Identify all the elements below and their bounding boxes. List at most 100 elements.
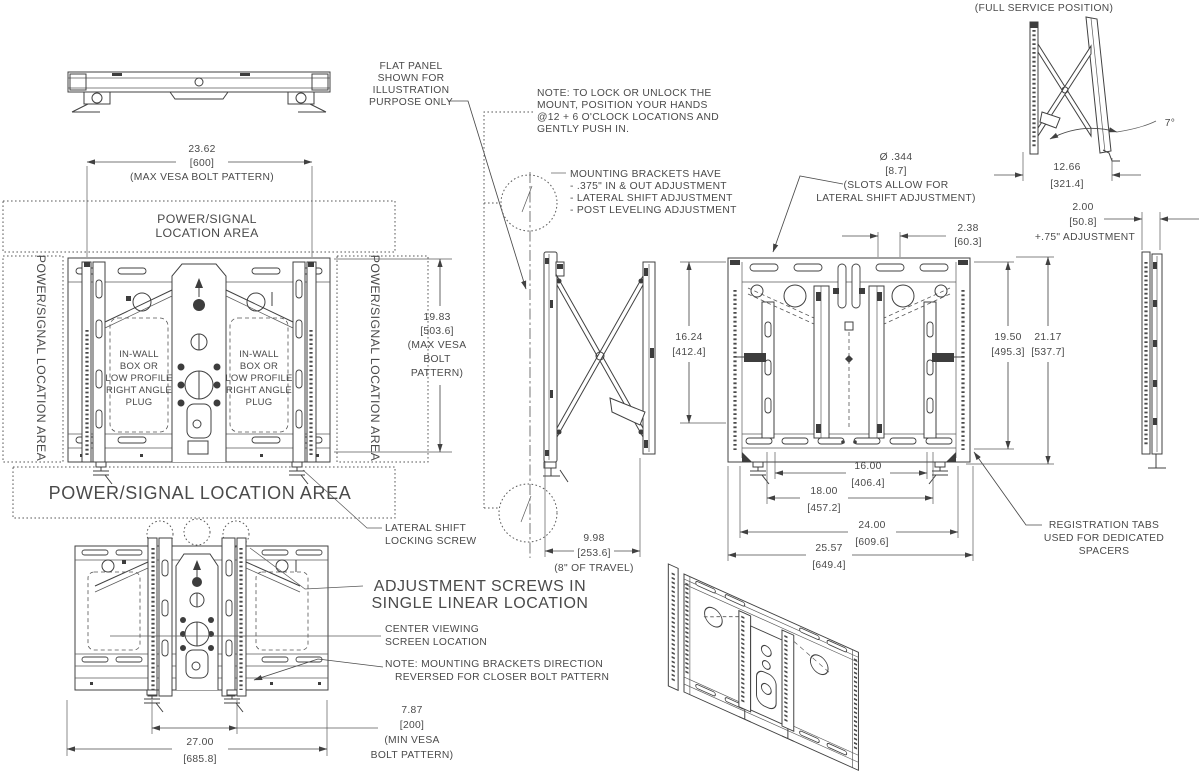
dim-text: (SLOTS ALLOW FOR (844, 180, 949, 191)
mount-foot (92, 461, 113, 485)
dim-text: 16.24 (675, 332, 702, 343)
dim-text: +.75" ADJUSTMENT (1035, 232, 1136, 243)
in-wall-label-right: IN-WALL BOX OR LOW PROFILE RIGHT ANGLE P… (225, 349, 292, 408)
dim-19-50: 19.50 [495.3] (974, 261, 1025, 450)
note-line: SHOWN FOR (378, 73, 445, 84)
dim-text: (8" OF TRAVEL) (554, 563, 634, 574)
dim-16-24: 16.24 [412.4] (672, 261, 726, 424)
dim-text: [649.4] (812, 560, 846, 571)
note-line: LOCKING SCREW (385, 536, 476, 547)
note-line: ILLUSTRATION (373, 85, 450, 96)
lock-note: NOTE: TO LOCK OR UNLOCK THE MOUNT, POSIT… (483, 88, 719, 509)
dim-text: (MAX VESA BOLT PATTERN) (130, 172, 274, 183)
in-wall-line: PLUG (126, 397, 153, 408)
dim-text: 19.83 (423, 312, 450, 323)
in-wall-line: PLUG (246, 397, 273, 408)
dim-max-vesa-width: 23.62 [600] (MAX VESA BOLT PATTERN) (86, 144, 313, 257)
side-profile-view: 2.00 [50.8] +.75" ADJUSTMENT (1035, 202, 1199, 469)
dim-text: 7.87 (401, 705, 422, 716)
dim-24-00: 24.00 [609.6] (739, 466, 959, 548)
dim-text: [321.4] (1050, 179, 1084, 190)
dim-text: 24.00 (858, 520, 885, 531)
area-label: POWER/SIGNAL LOCATION AREA (34, 255, 48, 462)
in-wall-line: RIGHT ANGLE (226, 385, 292, 396)
dim-text: [60.3] (954, 237, 982, 248)
dim-2-38: 2.38 [60.3] (842, 223, 982, 257)
top-view (67, 71, 331, 113)
dim-text: (MAX VESA (408, 340, 467, 351)
side-view-retracted (498, 172, 656, 558)
dim-21-17: 21.17 [537.7] (966, 256, 1065, 465)
full-service-view: (FULL SERVICE POSITION) 7° 12.66 [321.4] (975, 3, 1175, 190)
perspective-view (667, 563, 859, 772)
dim-text: [609.6] (855, 537, 889, 548)
dim-text: [600] (190, 158, 214, 169)
power-area-bottom: POWER/SIGNAL LOCATION AREA (12, 466, 396, 519)
note-line: ADJUSTMENT SCREWS IN (374, 578, 586, 595)
note-line: CENTER VIEWING (385, 624, 479, 635)
dim-text: 18.00 (810, 486, 837, 497)
dim-16-00: 16.00 [406.4] (774, 452, 928, 489)
dim-min-vesa: 7.87 [200] (MIN VESA BOLT PATTERN) (151, 700, 453, 761)
dim-text: [50.8] (1069, 217, 1097, 228)
note-line: NOTE: MOUNTING BRACKETS DIRECTION (385, 659, 603, 670)
in-wall-line: IN-WALL (239, 349, 279, 360)
rear-view (727, 257, 971, 485)
note-line: REGISTRATION TABS (1049, 520, 1159, 531)
front-view-reversed (74, 518, 329, 713)
dim-text: [495.3] (991, 347, 1025, 358)
in-wall-line: RIGHT ANGLE (106, 385, 172, 396)
lateral-shift-label: LATERAL SHIFT LOCKING SCREW (302, 469, 476, 547)
flat-panel-note: FLAT PANEL SHOWN FOR ILLUSTRATION PURPOS… (369, 61, 527, 290)
dim-text: BOLT (423, 354, 451, 365)
dim-text: 2.00 (1072, 202, 1093, 213)
note-line: MOUNTING BRACKETS HAVE (570, 169, 721, 180)
note-line: USED FOR DEDICATED (1044, 533, 1164, 544)
in-wall-line: LOW PROFILE (105, 373, 172, 384)
dim-2-00: 2.00 [50.8] +.75" ADJUSTMENT (1035, 202, 1199, 250)
area-label: POWER/SIGNAL LOCATION AREA (49, 483, 352, 503)
in-wall-label-left: IN-WALL BOX OR LOW PROFILE RIGHT ANGLE P… (105, 349, 172, 408)
mounting-note: MOUNTING BRACKETS HAVE - .375" IN & OUT … (551, 169, 737, 216)
angle-label: 7° (1165, 118, 1175, 129)
mount-foot (288, 461, 309, 485)
area-label: LOCATION AREA (155, 226, 259, 240)
dim-text: Ø .344 (880, 152, 913, 163)
dim-text: 19.50 (994, 332, 1021, 343)
reversed-brackets-note: NOTE: MOUNTING BRACKETS DIRECTION REVERS… (253, 658, 609, 683)
dim-travel: 9.98 [253.6] (8" OF TRAVEL) (544, 458, 641, 574)
front-view-service: IN-WALL BOX OR LOW PROFILE RIGHT ANGLE P… (67, 257, 331, 485)
note-line: - POST LEVELING ADJUSTMENT (570, 205, 737, 216)
dim-12-66: 12.66 [321.4] (994, 152, 1141, 190)
dim-text: 2.38 (957, 223, 978, 234)
note-line: - .375" IN & OUT ADJUSTMENT (570, 181, 727, 192)
rear-view-half-mirror (852, 264, 962, 484)
note-line: REVERSED FOR CLOSER BOLT PATTERN (395, 672, 609, 683)
note-line: LATERAL SHIFT (385, 523, 467, 534)
power-area-left: POWER/SIGNAL LOCATION AREA (2, 255, 64, 463)
dim-text: 16.00 (854, 461, 881, 472)
note-line: FLAT PANEL (379, 61, 442, 72)
note-line: SPACERS (1079, 546, 1130, 557)
area-label: POWER/SIGNAL LOCATION AREA (368, 255, 382, 462)
note-line: SCREEN LOCATION (385, 637, 487, 648)
view-title: (FULL SERVICE POSITION) (975, 3, 1114, 14)
in-wall-line: LOW PROFILE (225, 373, 292, 384)
note-line: @12 + 6 O'CLOCK LOCATIONS AND (537, 112, 719, 123)
power-area-right: POWER/SIGNAL LOCATION AREA (336, 255, 429, 463)
dim-slot-diameter: Ø .344 [8.7] (SLOTS ALLOW FOR LATERAL SH… (772, 152, 975, 253)
dim-text: [457.2] (807, 503, 841, 514)
dim-text: [412.4] (672, 347, 706, 358)
dim-18-00: 18.00 [457.2] (766, 452, 934, 514)
dim-min-vesa-width: 27.00 [685.8] (66, 700, 328, 765)
dim-text: [537.7] (1031, 347, 1065, 358)
area-label: POWER/SIGNAL (157, 212, 257, 226)
dim-text: [503.6] (420, 326, 454, 337)
note-line: GENTLY PUSH IN. (537, 124, 629, 135)
dim-25-57: 25.57 [649.4] (727, 466, 974, 571)
in-wall-line: BOX OR (240, 361, 278, 372)
dim-max-vesa-height: 19.83 [503.6] (MAX VESA BOLT PATTERN) (334, 258, 467, 453)
note-line: MOUNT, POSITION YOUR HANDS (537, 100, 708, 111)
